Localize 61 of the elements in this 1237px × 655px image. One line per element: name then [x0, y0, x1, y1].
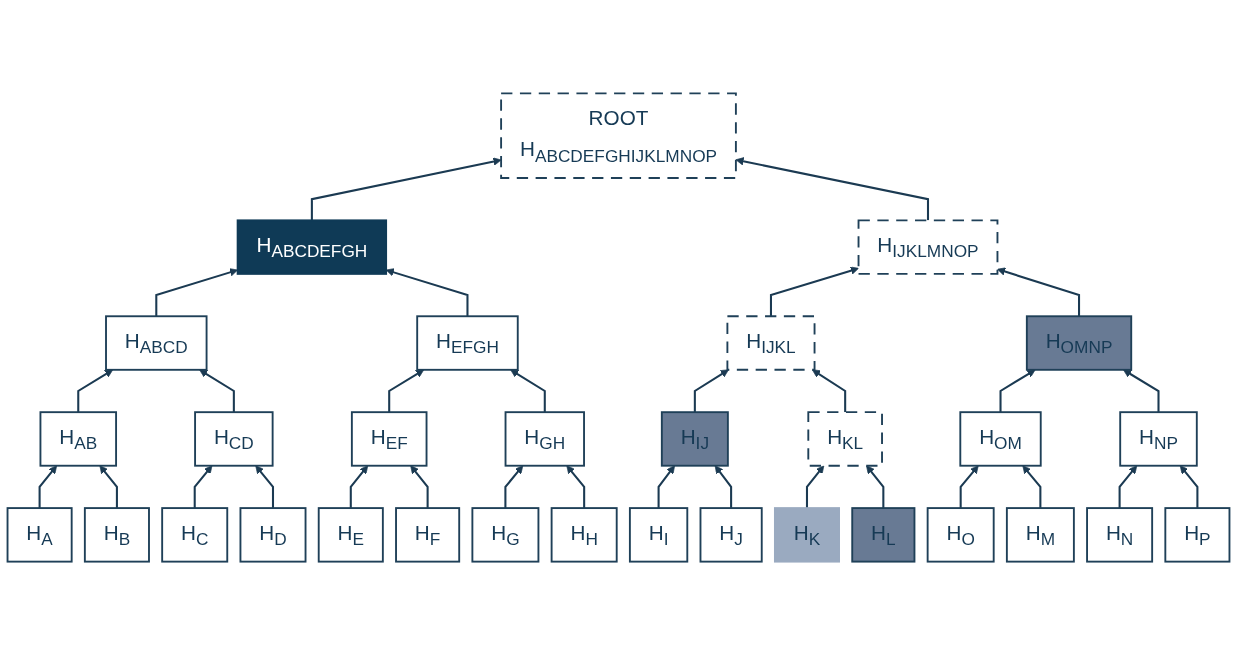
node-box: H$_{IJKL}$ [726, 315, 816, 371]
node-box: H$_{A}$ [6, 507, 73, 563]
arrow [657, 465, 675, 509]
node-box: H$_{CD}$ [194, 411, 274, 467]
arrow [510, 369, 546, 413]
node-box: H$_{B}$ [83, 507, 150, 563]
node-box: H$_{O}$ [926, 507, 995, 563]
arrow [38, 465, 58, 509]
arrow [99, 465, 118, 509]
arrow [997, 267, 1081, 317]
node-box: H$_{N}$ [1086, 507, 1154, 563]
arrow [866, 465, 885, 509]
node-box: H$_{IJ}$ [660, 411, 729, 467]
arrow [199, 369, 235, 413]
node-box: H$_{ABCDEFGH}$ [236, 219, 388, 275]
node-box: H$_{H}$ [550, 507, 618, 563]
arrow [693, 369, 729, 413]
node-box: H$_{GH}$ [504, 411, 585, 467]
arrow [310, 157, 502, 221]
node-box: H$_{I}$ [628, 507, 689, 563]
arrow [566, 465, 586, 509]
node-box: H$_{M}$ [1005, 507, 1075, 563]
arrow [1123, 369, 1160, 413]
arrow [504, 465, 524, 509]
node-box: H$_{KL}$ [807, 411, 883, 467]
arrow [77, 369, 114, 413]
node-box: H$_{K}$ [773, 507, 840, 563]
arrow [812, 369, 847, 413]
arrow [769, 266, 859, 317]
arrow [805, 465, 825, 509]
arrow [1179, 465, 1199, 509]
node-box: H$_{D}$ [239, 507, 307, 563]
node-box: H$_{L}$ [851, 507, 916, 563]
node-box: H$_{EF}$ [350, 411, 428, 467]
arrow [999, 369, 1036, 413]
node-box: ROOT H$_{ABCDEFGHIJKLMNOP}$ [500, 92, 737, 179]
node-box: H$_{J}$ [699, 507, 763, 563]
node-box: H$_{EFGH}$ [416, 315, 519, 371]
arrow [193, 465, 213, 509]
node-box: H$_{OM}$ [959, 411, 1042, 467]
node-box: H$_{ABCD}$ [105, 315, 208, 371]
arrow [155, 268, 238, 317]
node-box: H$_{C}$ [161, 507, 229, 563]
node-box: H$_{AB}$ [39, 411, 117, 467]
arrow [1022, 465, 1042, 509]
node-box: H$_{P}$ [1164, 507, 1231, 563]
arrow [349, 465, 369, 509]
node-box: H$_{OMNP}$ [1025, 315, 1133, 371]
arrow [735, 157, 930, 221]
node-box: H$_{NP}$ [1119, 411, 1198, 467]
node-box: H$_{IJKLMNOP}$ [857, 219, 999, 275]
node-box: H$_{G}$ [471, 507, 540, 563]
node-box: H$_{E}$ [317, 507, 384, 563]
arrow [1118, 465, 1138, 509]
arrow [385, 268, 469, 317]
arrow [388, 369, 425, 413]
node-box: H$_{F}$ [395, 507, 461, 563]
arrow [714, 465, 733, 509]
arrow [959, 465, 979, 509]
arrow [255, 465, 275, 509]
arrow [410, 465, 429, 509]
